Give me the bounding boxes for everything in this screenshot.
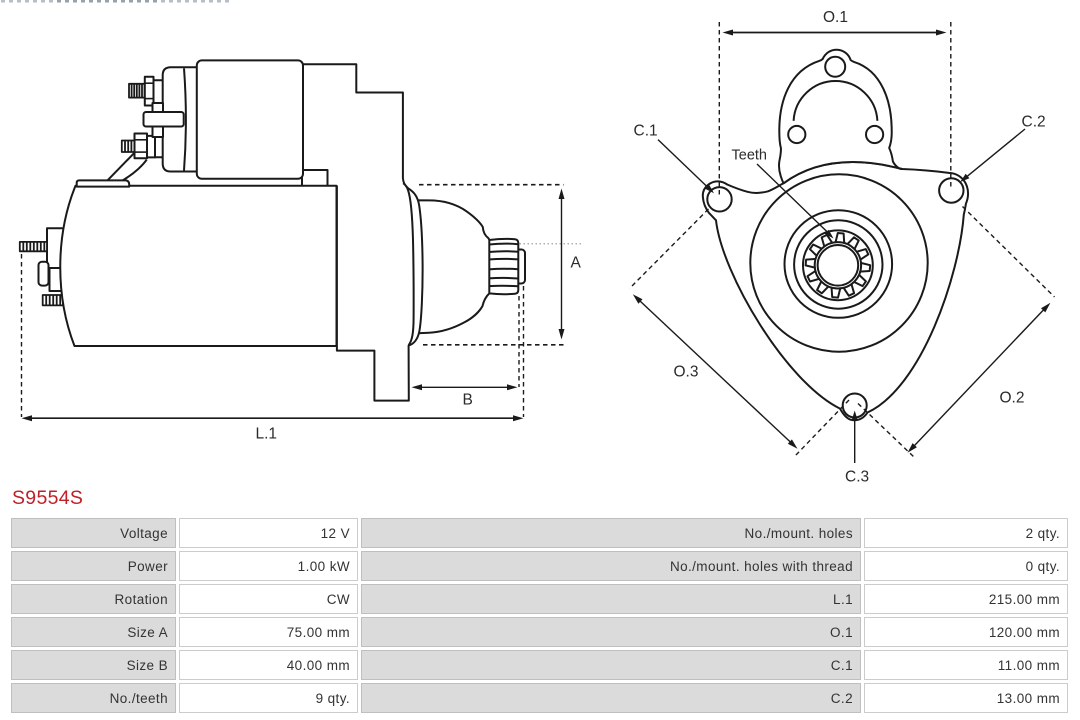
svg-text:A: A (571, 255, 582, 272)
svg-text:O.1: O.1 (823, 9, 848, 26)
svg-text:O.2: O.2 (1000, 390, 1025, 407)
svg-text:C.3: C.3 (845, 469, 869, 486)
svg-text:Teeth: Teeth (732, 148, 767, 164)
svg-text:B: B (463, 392, 473, 409)
svg-text:C.1: C.1 (634, 123, 658, 140)
svg-text:C.2: C.2 (1022, 114, 1046, 131)
svg-text:O.3: O.3 (674, 364, 699, 381)
svg-text:L.1: L.1 (256, 426, 278, 443)
